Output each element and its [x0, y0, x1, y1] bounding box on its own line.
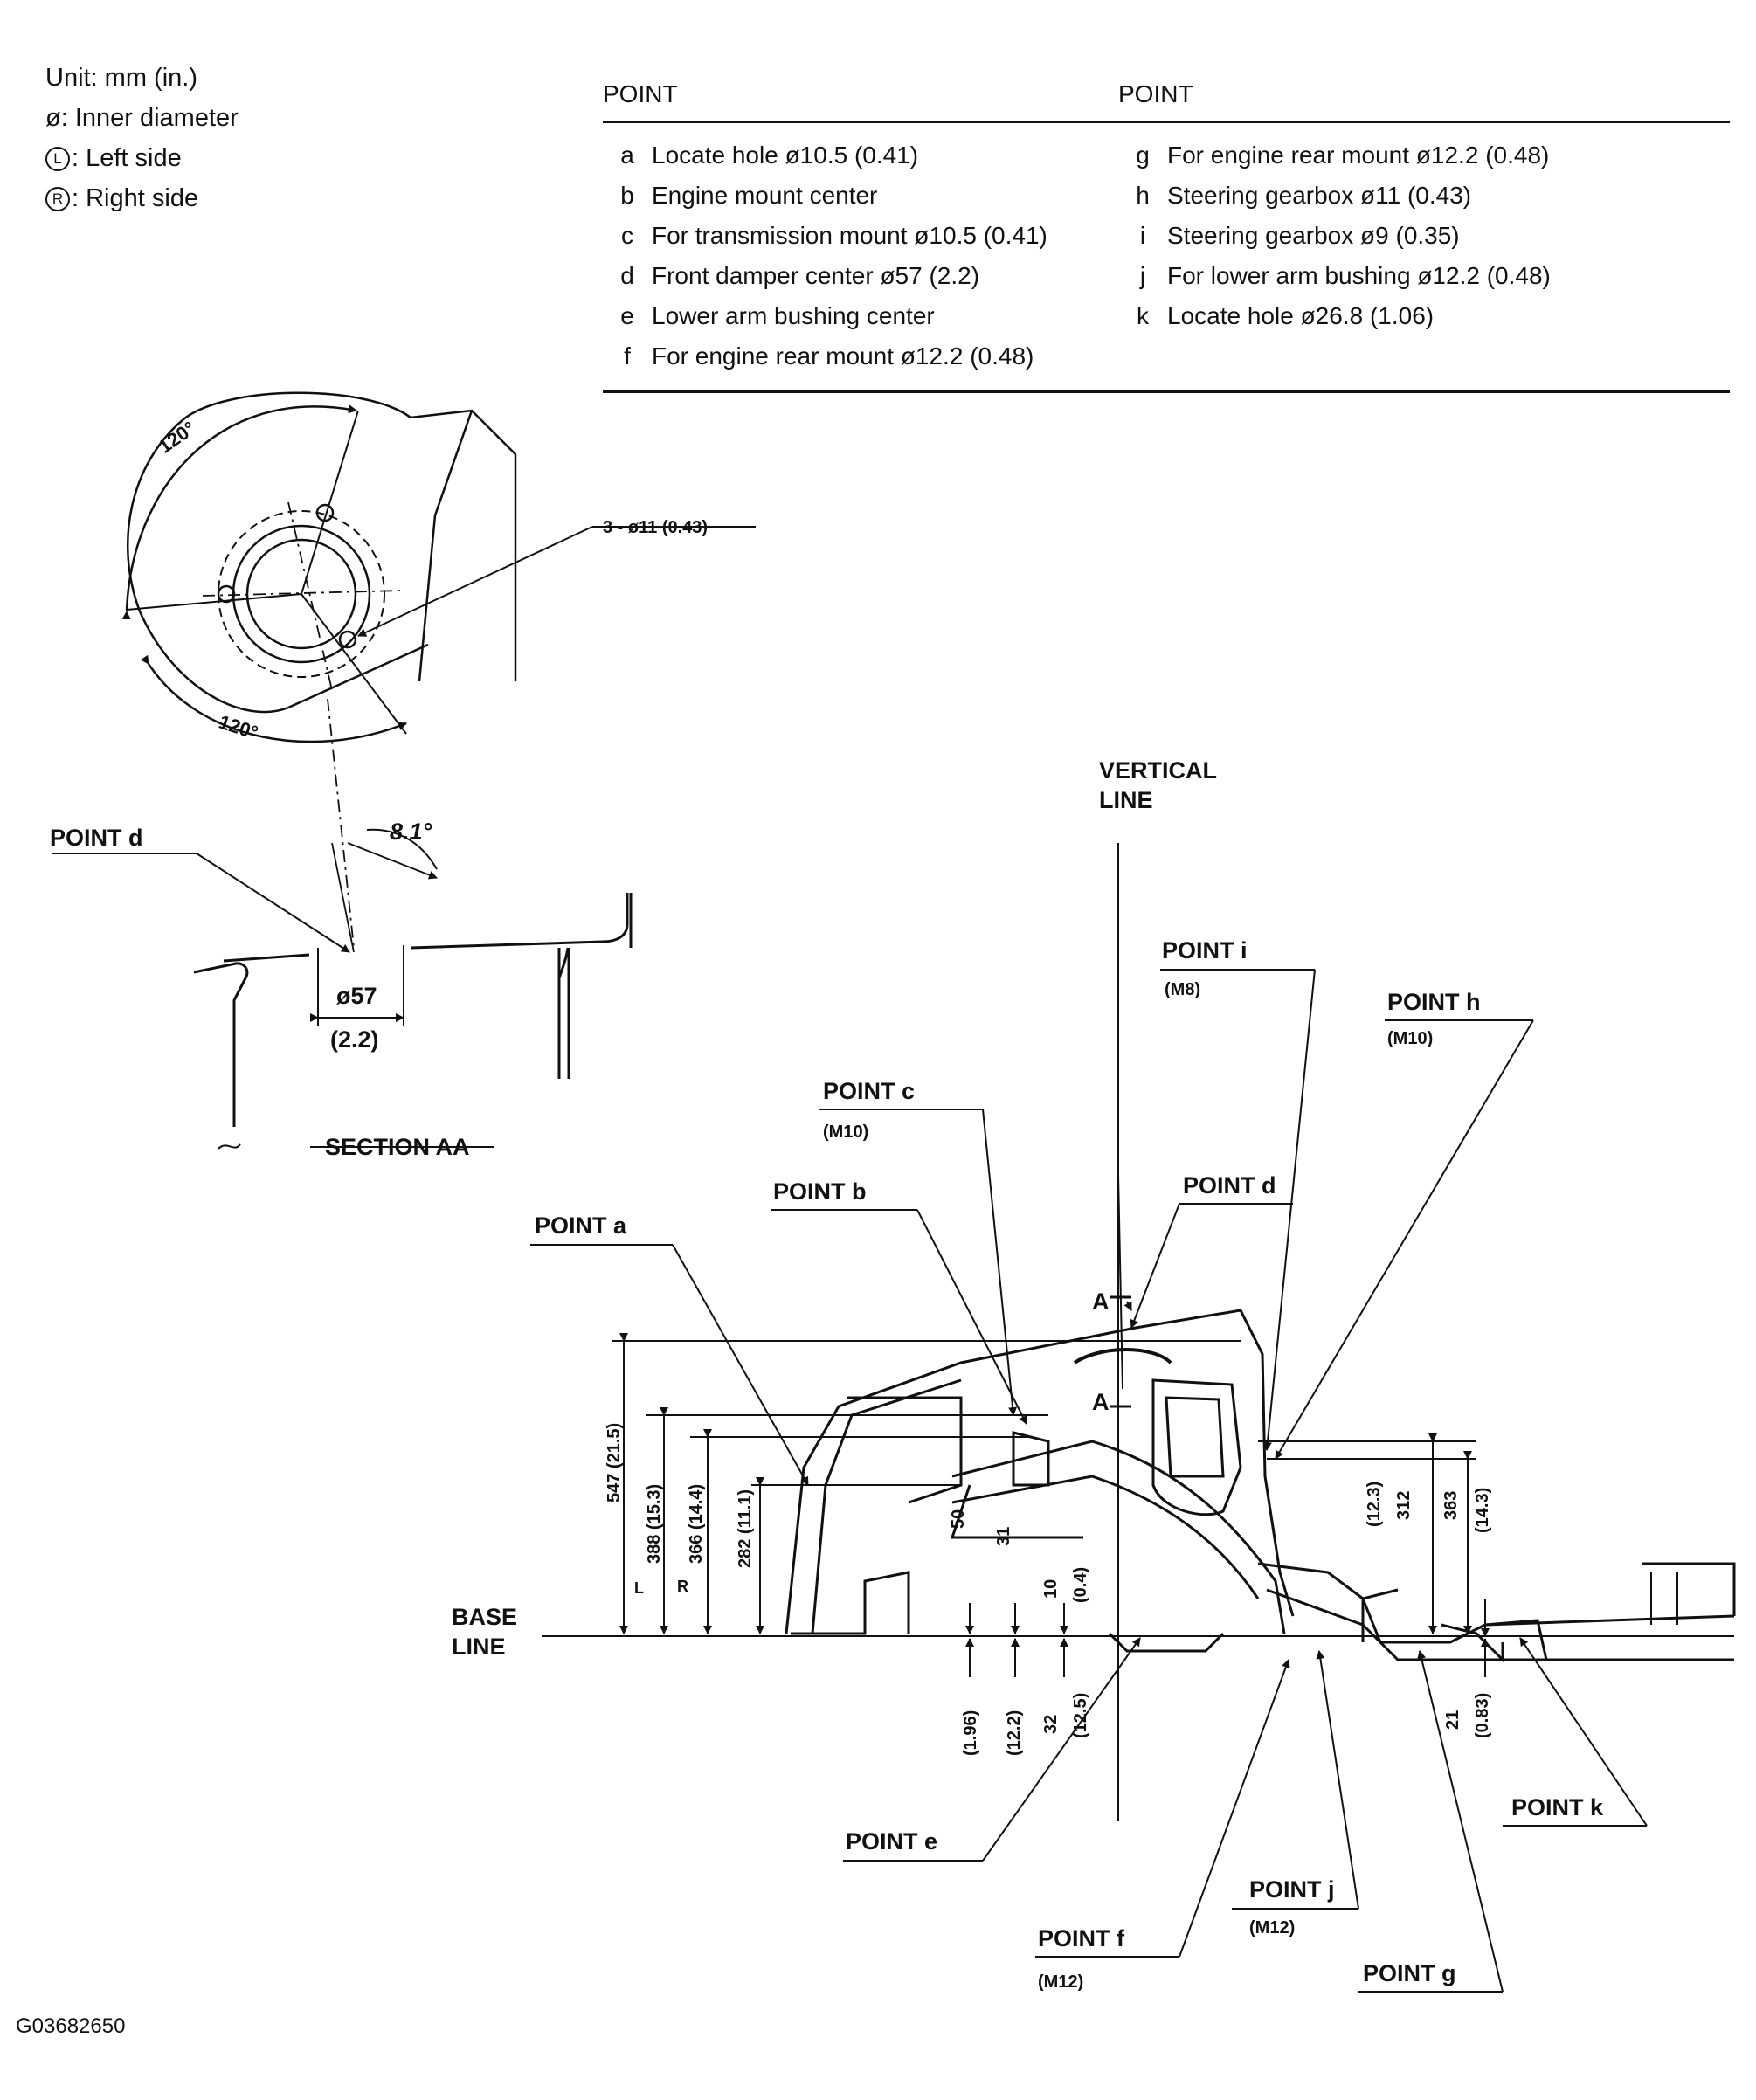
point-h-sub-label: (M10) — [1387, 1029, 1434, 1048]
dim-10-inch: (0.4) — [1071, 1566, 1090, 1603]
section-mark-top: A — [1092, 1288, 1110, 1315]
section-angle-label: 8.1° — [390, 819, 432, 845]
dim-21-inch: (0.83) — [1473, 1692, 1492, 1738]
dim-50: 50 — [949, 1509, 968, 1529]
dim-31-inch: (12.2) — [1005, 1710, 1024, 1756]
dim-388-side-symbol: L — [634, 1579, 644, 1597]
dim-388: 388 (15.3) — [645, 1483, 664, 1564]
points-table-header: POINT POINT — [603, 77, 1730, 123]
dim-366: 366 (14.4) — [687, 1483, 706, 1564]
point-i-label: POINT i — [1162, 937, 1248, 964]
point-j-label: POINT j — [1249, 1876, 1335, 1903]
point-h-label: POINT h — [1387, 989, 1481, 1015]
dimension-lines — [612, 1333, 1490, 1677]
legend: Unit: mm (in.) ø: Inner diameter L: Left… — [45, 58, 239, 218]
point-i-sub-label: (M8) — [1165, 980, 1201, 999]
section-aa-title: SECTION AA — [325, 1134, 470, 1160]
point-c-label: POINT c — [823, 1078, 916, 1104]
section-diameter-inch-label: (2.2) — [330, 1026, 379, 1053]
point-a-label: POINT a — [535, 1212, 627, 1239]
holes-label: 3 - ø11 (0.43) — [603, 518, 709, 537]
point-g-label: POINT g — [1363, 1960, 1456, 1986]
dim-31: 31 — [994, 1526, 1013, 1546]
dim-363: 363 — [1441, 1490, 1461, 1520]
strut-mount-detail-view — [121, 391, 756, 949]
base-line-label-1: BASE — [452, 1604, 518, 1630]
dim-366-side-symbol: R — [677, 1578, 688, 1595]
side-frame-outline — [542, 843, 1736, 1821]
dim-32-inch: (12.5) — [1071, 1692, 1090, 1738]
dim-547: 547 (21.5) — [605, 1422, 624, 1502]
point-c-sub-label: (M10) — [823, 1123, 869, 1142]
section-mark-bottom: A — [1092, 1389, 1110, 1415]
point-f-label: POINT f — [1038, 1925, 1124, 1951]
left-side-note: L: Left side — [45, 138, 239, 178]
base-line-label-2: LINE — [452, 1634, 506, 1660]
right-side-symbol: R — [45, 187, 70, 212]
vertical-line-label-1: VERTICAL — [1099, 757, 1217, 784]
section-point-d-label: POINT d — [50, 825, 143, 851]
section-aa-view — [52, 828, 633, 1150]
point-j-sub-label: (M12) — [1249, 1918, 1296, 1938]
dim-282: 282 (11.1) — [736, 1489, 755, 1568]
dim-50-inch: (1.96) — [961, 1710, 980, 1756]
right-side-note: R: Right side — [45, 178, 239, 218]
header-point-left: POINT — [603, 80, 678, 107]
inner-diameter-note: ø: Inner diameter — [45, 104, 239, 132]
point-k-label: POINT k — [1511, 1794, 1604, 1820]
point-e-label: POINT e — [846, 1828, 938, 1855]
section-diameter-label: ø57 — [336, 983, 377, 1009]
dim-312: 312 — [1394, 1490, 1414, 1520]
dim-10: 10 — [1041, 1578, 1061, 1599]
figure-id: G03682650 — [16, 2014, 126, 2038]
point-d-label: POINT d — [1183, 1172, 1276, 1199]
unit-note: Unit: mm (in.) — [45, 64, 197, 92]
left-side-symbol: L — [45, 147, 70, 172]
vertical-line-label-2: LINE — [1099, 787, 1153, 813]
point-b-label: POINT b — [773, 1178, 867, 1205]
dim-312-inch: (12.3) — [1365, 1481, 1384, 1527]
dim-32: 32 — [1041, 1714, 1061, 1734]
point-f-sub-label: (M12) — [1038, 1972, 1084, 1992]
dim-363-inch: (14.3) — [1473, 1487, 1492, 1533]
header-point-right: POINT — [1118, 80, 1193, 107]
dim-21: 21 — [1443, 1710, 1462, 1730]
point-leader-lines — [530, 969, 1648, 1993]
